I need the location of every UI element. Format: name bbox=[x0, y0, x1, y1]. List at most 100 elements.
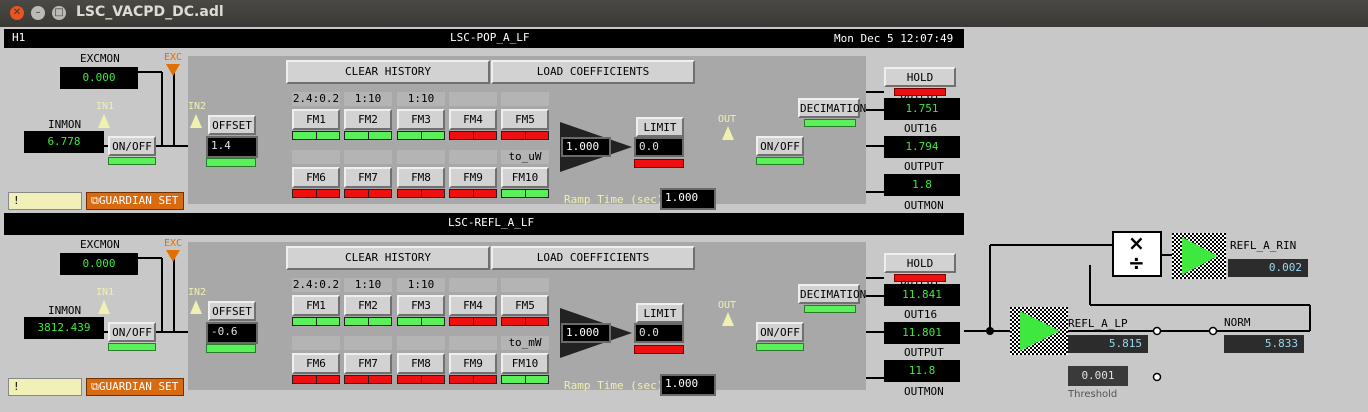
decimation-button[interactable]: DECIMATION bbox=[798, 284, 866, 304]
filter-title-1: LSC-POP_A_LF bbox=[450, 31, 530, 44]
out-label: OUT bbox=[718, 114, 737, 125]
refl-a-lp-label: REFL_A_LP bbox=[1068, 317, 1128, 330]
in1-label: IN1 bbox=[96, 101, 115, 112]
input-onoff-led bbox=[108, 343, 156, 351]
fm-button-fm1[interactable]: FM1 bbox=[292, 295, 340, 316]
fm-button-fm9[interactable]: FM9 bbox=[449, 353, 497, 374]
filter-title-2: LSC-REFL_A_LF bbox=[448, 216, 535, 229]
fm-name bbox=[501, 278, 549, 292]
input-onoff-button[interactable]: ON/OFF bbox=[108, 136, 156, 156]
load-coefficients-button[interactable]: LOAD COEFFICIENTS bbox=[491, 246, 695, 270]
threshold-input[interactable]: 0.001 bbox=[1068, 366, 1128, 386]
fm-button-fm7[interactable]: FM7 bbox=[344, 167, 392, 188]
guardian-set-button[interactable]: ⧉GUARDIAN SET bbox=[86, 192, 184, 210]
ramp-time-input[interactable]: 1.000 bbox=[660, 188, 716, 210]
limit-button[interactable]: LIMIT bbox=[636, 117, 684, 137]
norm-readback: 5.833 bbox=[1224, 335, 1304, 353]
out16-label: OUT16 bbox=[904, 308, 938, 321]
fm-button-fm6[interactable]: FM6 bbox=[292, 353, 340, 374]
output-onoff-button[interactable]: ON/OFF bbox=[756, 136, 804, 156]
fm-name bbox=[449, 92, 497, 106]
fm-led-fm8 bbox=[397, 375, 445, 384]
input-onoff-button[interactable]: ON/OFF bbox=[108, 322, 156, 342]
outmon-label: OUTMON bbox=[904, 199, 944, 212]
multiply-divide-block: × ÷ bbox=[1112, 231, 1162, 277]
fm-button-fm7[interactable]: FM7 bbox=[344, 353, 392, 374]
in2-label: IN2 bbox=[188, 101, 207, 112]
fm-button-fm4[interactable]: FM4 bbox=[449, 109, 497, 130]
decimation-led bbox=[804, 305, 856, 313]
limit-button[interactable]: LIMIT bbox=[636, 303, 684, 323]
fm-button-fm1[interactable]: FM1 bbox=[292, 109, 340, 130]
output-onoff-button[interactable]: ON/OFF bbox=[756, 322, 804, 342]
exc-arrow-icon bbox=[166, 64, 180, 76]
excmon-readback: 0.000 bbox=[60, 67, 138, 89]
guardian-set-button[interactable]: ⧉GUARDIAN SET bbox=[86, 378, 184, 396]
fm-name bbox=[397, 336, 445, 350]
fm-name bbox=[397, 150, 445, 164]
inmon-readback: 3812.439 bbox=[24, 317, 104, 339]
fm-button-fm8[interactable]: FM8 bbox=[397, 167, 445, 188]
rin-gain-icon bbox=[1172, 233, 1226, 279]
hold-output-button[interactable]: HOLD OUTPUT bbox=[884, 253, 956, 288]
ramp-time-input[interactable]: 1.000 bbox=[660, 374, 716, 396]
offset-input[interactable]: -0.6 bbox=[206, 322, 258, 344]
fm-name: 1:10 bbox=[397, 278, 445, 292]
limit-input[interactable]: 0.0 bbox=[634, 137, 684, 157]
fm-button-fm10[interactable]: FM10 bbox=[501, 353, 549, 374]
in2-label: IN2 bbox=[188, 287, 207, 298]
offset-input[interactable]: 1.4 bbox=[206, 136, 258, 158]
output-label: OUTPUT bbox=[904, 160, 944, 173]
offset-button[interactable]: OFFSET bbox=[208, 301, 256, 321]
fm-name: 1:10 bbox=[344, 92, 392, 106]
offset-button[interactable]: OFFSET bbox=[208, 115, 256, 135]
refl-a-lp-readback: 5.815 bbox=[1068, 335, 1148, 353]
fm-button-fm3[interactable]: FM3 bbox=[397, 295, 445, 316]
hold-output-button[interactable]: HOLD OUTPUT bbox=[884, 67, 956, 102]
fm-button-fm9[interactable]: FM9 bbox=[449, 167, 497, 188]
minimize-icon[interactable]: – bbox=[31, 6, 45, 20]
output-onoff-led bbox=[756, 343, 804, 351]
fm-button-fm5[interactable]: FM5 bbox=[501, 295, 549, 316]
hold-output-led bbox=[894, 274, 946, 282]
ramp-time-label: Ramp Time (sec): bbox=[564, 193, 670, 206]
fm-led-fm6 bbox=[292, 375, 340, 384]
fm-name bbox=[501, 92, 549, 106]
fm-button-fm5[interactable]: FM5 bbox=[501, 109, 549, 130]
gain-input[interactable]: 1.000 bbox=[561, 323, 611, 343]
clear-history-button[interactable]: CLEAR HISTORY bbox=[286, 246, 490, 270]
header-bar: H1 LSC-POP_A_LF Mon Dec 5 12:07:49 bbox=[4, 29, 964, 48]
fm-led-fm4 bbox=[449, 131, 497, 140]
fm-led-fm5 bbox=[501, 317, 549, 326]
fm-button-fm2[interactable]: FM2 bbox=[344, 295, 392, 316]
site-label: H1 bbox=[12, 31, 26, 44]
out16-readback: 1.751 bbox=[884, 98, 960, 120]
fm-name: 2.4:0.2 bbox=[292, 92, 340, 106]
fm-button-fm10[interactable]: FM10 bbox=[501, 167, 549, 188]
fm-led-fm3 bbox=[397, 317, 445, 326]
output-onoff-led bbox=[756, 157, 804, 165]
close-icon[interactable]: ✕ bbox=[10, 6, 24, 20]
fm-led-fm7 bbox=[344, 375, 392, 384]
fm-button-fm4[interactable]: FM4 bbox=[449, 295, 497, 316]
maximize-icon[interactable]: □ bbox=[52, 6, 66, 20]
fm-button-fm6[interactable]: FM6 bbox=[292, 167, 340, 188]
fm-button-fm8[interactable]: FM8 bbox=[397, 353, 445, 374]
in2-arrow-icon bbox=[190, 114, 202, 128]
offset-led bbox=[206, 344, 256, 353]
fm-button-fm3[interactable]: FM3 bbox=[397, 109, 445, 130]
gain-input[interactable]: 1.000 bbox=[561, 137, 611, 157]
out-arrow-icon bbox=[722, 312, 734, 326]
limit-input[interactable]: 0.0 bbox=[634, 323, 684, 343]
decimation-button[interactable]: DECIMATION bbox=[798, 98, 866, 118]
fm-button-fm2[interactable]: FM2 bbox=[344, 109, 392, 130]
guardian-set-label: GUARDIAN SET bbox=[98, 380, 179, 393]
window-icon: ⧉ bbox=[91, 194, 99, 207]
window-titlebar: ✕ – □ LSC_VACPD_DC.adl bbox=[0, 0, 1368, 27]
window-title: LSC_VACPD_DC.adl bbox=[76, 4, 224, 20]
clear-history-button[interactable]: CLEAR HISTORY bbox=[286, 60, 490, 84]
guardian-set-label: GUARDIAN SET bbox=[98, 194, 179, 207]
inmon-label: INMON bbox=[48, 304, 82, 317]
load-coefficients-button[interactable]: LOAD COEFFICIENTS bbox=[491, 60, 695, 84]
fm-name: 1:10 bbox=[397, 92, 445, 106]
